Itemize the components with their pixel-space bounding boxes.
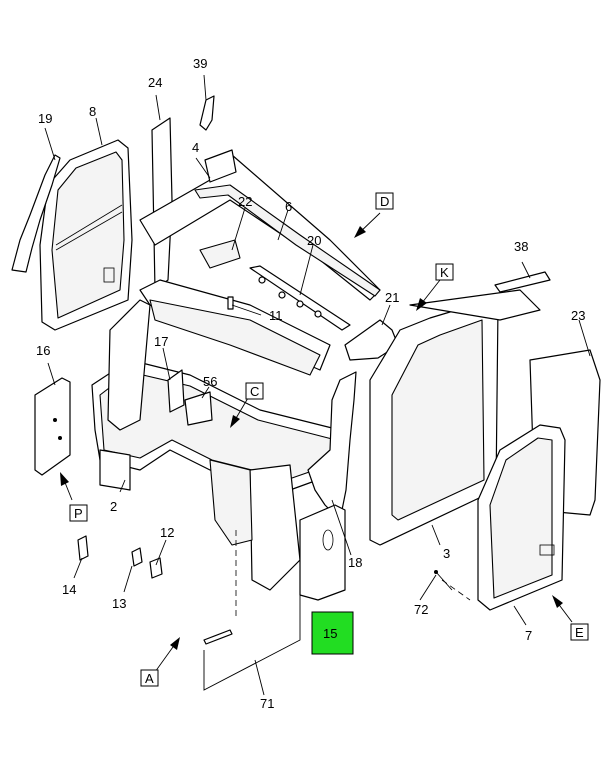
callout-56: 56 — [203, 374, 217, 389]
callout-8: 8 — [89, 104, 96, 119]
strip-38 — [494, 271, 551, 293]
callout-24: 24 — [148, 75, 162, 90]
bracket-14 — [77, 535, 89, 561]
callout-39: 39 — [193, 56, 207, 71]
door-opening-3 — [369, 289, 541, 546]
callout-4: 4 — [192, 140, 199, 155]
callout-12: 12 — [160, 525, 174, 540]
callout-15[interactable]: 15 — [323, 626, 337, 641]
seal-strip-left — [11, 154, 61, 273]
door-right-7 — [477, 424, 566, 611]
callout-20: 20 — [307, 233, 321, 248]
bracket-12 — [149, 557, 163, 579]
callout-16: 16 — [36, 343, 50, 358]
callout-21: 21 — [385, 290, 399, 305]
callout-17: 17 — [154, 334, 168, 349]
door-frame-left — [39, 139, 133, 331]
callout-3: 3 — [443, 546, 450, 561]
dashed-line — [441, 579, 471, 601]
callout-13: 13 — [112, 596, 126, 611]
weatherstrip-20 — [249, 265, 351, 331]
callout-2: 2 — [110, 499, 117, 514]
view-arrows — [60, 212, 573, 673]
view-label-P: P — [74, 506, 83, 521]
panel-16 — [34, 377, 71, 476]
callout-labels: 19 8 24 39 4 22 6 20 11 21 38 23 16 17 5… — [36, 56, 585, 711]
callout-14: 14 — [62, 582, 76, 597]
view-label-D: D — [380, 194, 389, 209]
callout-23: 23 — [571, 308, 585, 323]
view-label-E: E — [575, 625, 584, 640]
highlight-box[interactable] — [311, 611, 354, 655]
callout-19: 19 — [38, 111, 52, 126]
a-pillar — [151, 117, 173, 291]
clip-39 — [199, 95, 215, 131]
bolt-72 — [434, 570, 453, 591]
view-label-C: C — [250, 384, 259, 399]
view-label-A: A — [145, 671, 154, 686]
callout-71: 71 — [260, 696, 274, 711]
callout-18: 18 — [348, 555, 362, 570]
callout-11: 11 — [269, 308, 283, 323]
highlighted-callout-15[interactable]: 15 — [311, 611, 354, 655]
bracket-13 — [131, 547, 143, 567]
b-pillar-trim-18 — [307, 371, 357, 521]
callout-38: 38 — [514, 239, 528, 254]
callout-72: 72 — [414, 602, 428, 617]
leader-lines — [44, 74, 591, 696]
view-label-boxes: D K C P A E — [69, 192, 589, 687]
harness-71 — [203, 590, 301, 691]
callout-7: 7 — [525, 628, 532, 643]
callout-22: 22 — [238, 194, 252, 209]
view-label-K: K — [440, 265, 449, 280]
cab-structure — [91, 149, 381, 591]
callout-6: 6 — [285, 199, 292, 214]
